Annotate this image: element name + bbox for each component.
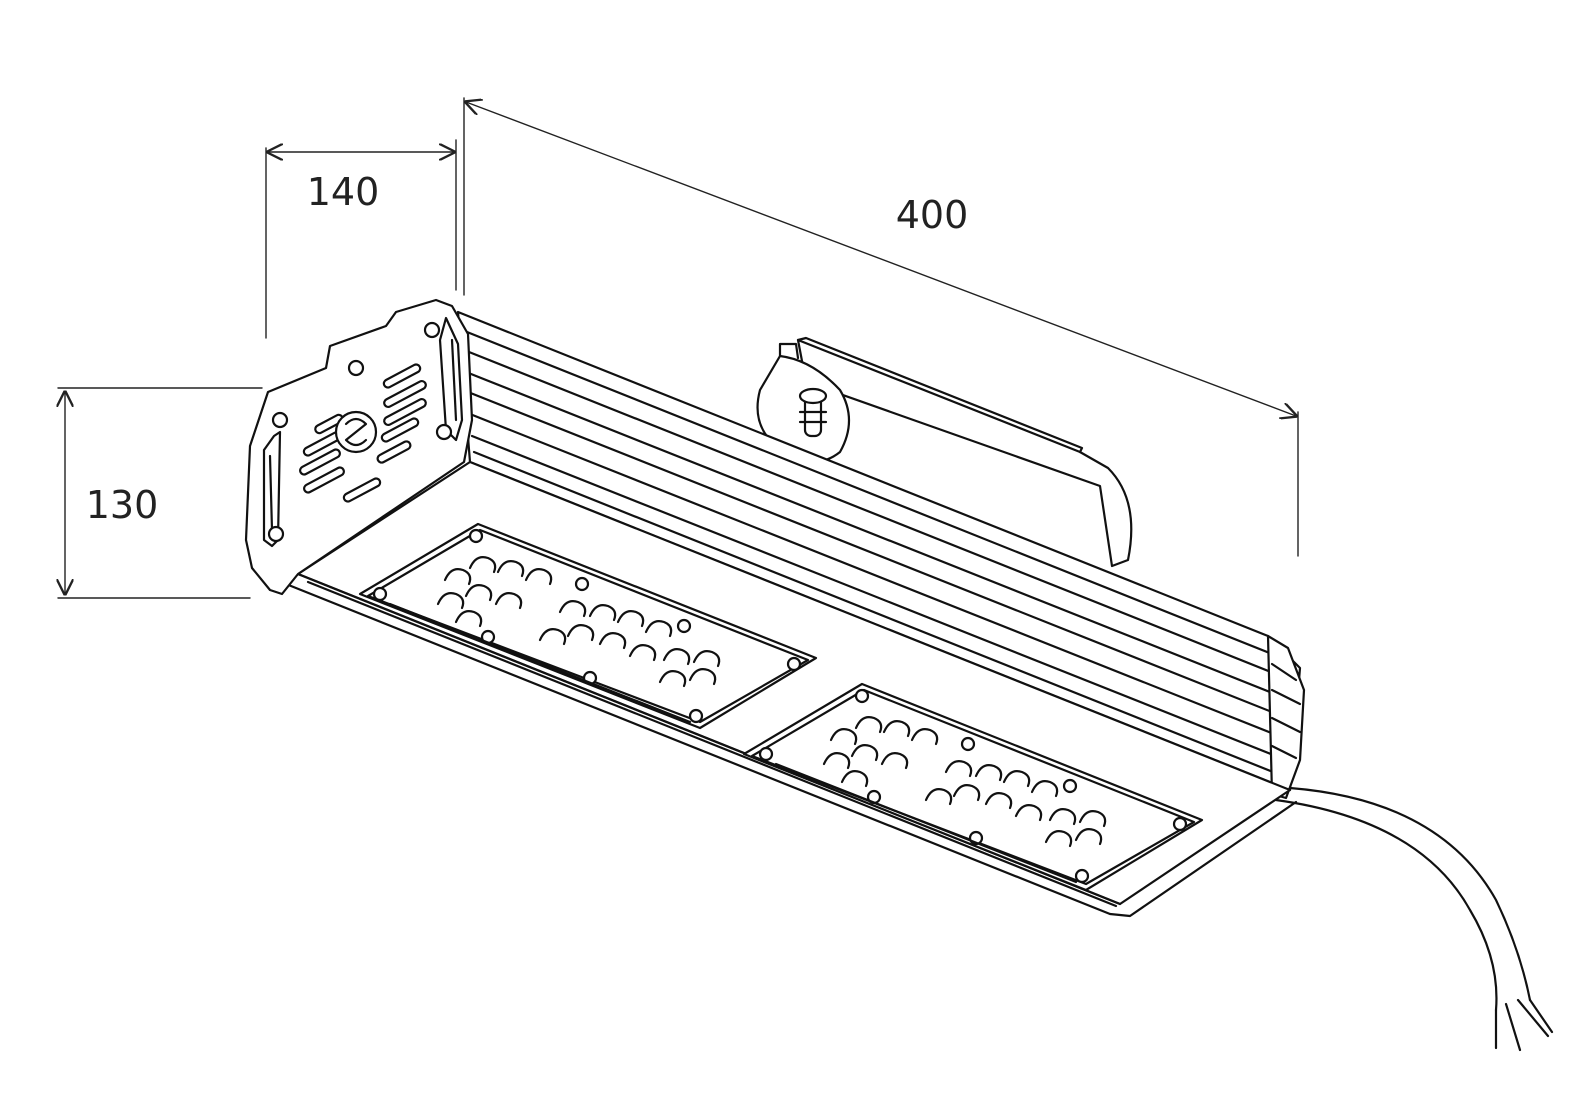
- power-cable: [1274, 786, 1554, 1052]
- mounting-bracket: [756, 336, 1133, 568]
- led-module-2: [742, 682, 1204, 892]
- dimension-width-label: 140: [307, 170, 380, 214]
- dimension-length: 400: [464, 97, 1298, 557]
- front-end-cap: [244, 298, 474, 596]
- brand-emblem-icon: [334, 410, 378, 454]
- dimension-width: 140: [265, 139, 457, 339]
- dimension-height: 130: [58, 387, 263, 599]
- dimension-length-label: 400: [896, 193, 969, 237]
- led-lens-array-1: [436, 556, 721, 688]
- led-module-1: [358, 522, 818, 730]
- vent-slots: [299, 363, 427, 503]
- led-lens-array-2: [822, 716, 1107, 848]
- dimension-height-label: 130: [86, 483, 159, 527]
